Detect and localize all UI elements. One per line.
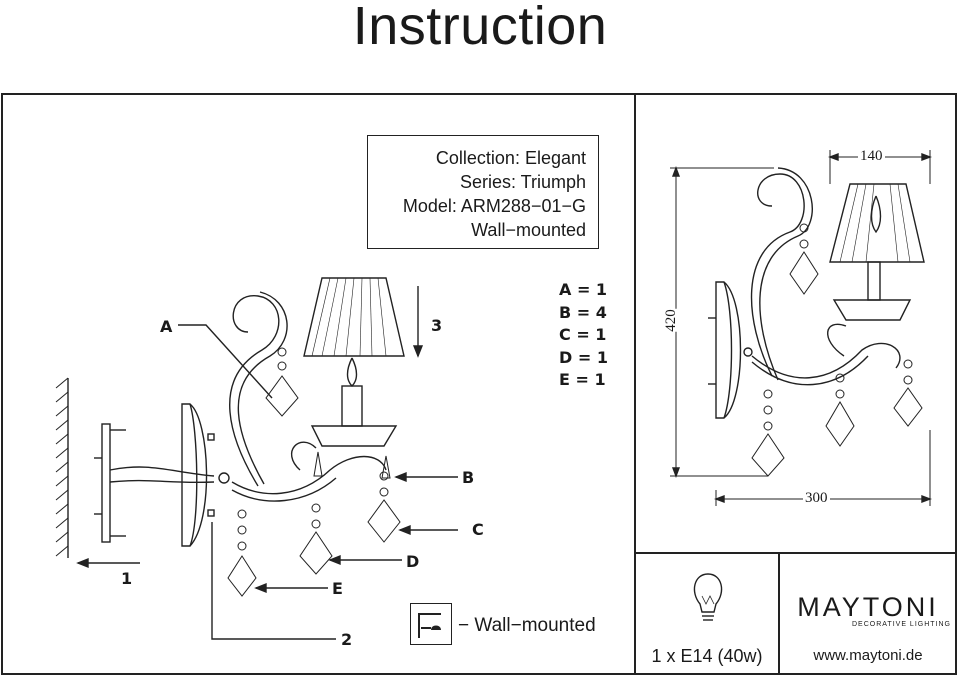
legend-e: E = 1: [559, 370, 606, 389]
mounting-text: Wall−mounted: [471, 220, 586, 240]
step-3-label: 3: [431, 316, 443, 335]
callout-e: E: [332, 579, 343, 598]
collection-text: Collection: Elegant: [435, 148, 586, 168]
dimension-width: 300: [803, 490, 830, 507]
parts-legend: A = 1 B = 4 C = 1 D = 1 E = 1: [559, 279, 608, 392]
callout-b: B: [462, 468, 475, 487]
model-text: Model: ARM288−01−G: [402, 196, 586, 216]
step-2-label: 2: [341, 630, 353, 649]
wall-mount-icon: [410, 603, 452, 645]
legend-c: C = 1: [559, 325, 607, 344]
callout-a: A: [160, 317, 173, 336]
wall-mount-legend-text: − Wall−mounted: [458, 615, 596, 636]
divider-brand: [778, 553, 780, 675]
dimension-height: 420: [662, 309, 680, 332]
bulb-spec-text: 1 x E14 (40w): [651, 646, 763, 666]
instruction-frame: [1, 93, 957, 675]
brand-logo: MAYTONI: [797, 592, 939, 622]
legend-b: B = 4: [559, 302, 607, 322]
dimension-shade: 140: [858, 148, 885, 165]
series-text: Series: Triumph: [459, 172, 586, 192]
brand-url: www.maytoni.de: [813, 647, 923, 664]
callout-c: C: [472, 520, 484, 539]
legend-a: A = 1: [559, 280, 608, 299]
callout-d: D: [406, 552, 420, 571]
page-title: Instruction: [352, 0, 608, 56]
step-1-label: 1: [121, 569, 133, 588]
legend-d: D = 1: [559, 347, 608, 367]
divider-horizontal: [634, 552, 957, 554]
brand-tagline: DECORATIVE LIGHTING: [852, 621, 951, 628]
product-info-box: Collection: Elegant Series: Triumph Mode…: [367, 135, 599, 249]
divider-vertical: [634, 93, 636, 675]
